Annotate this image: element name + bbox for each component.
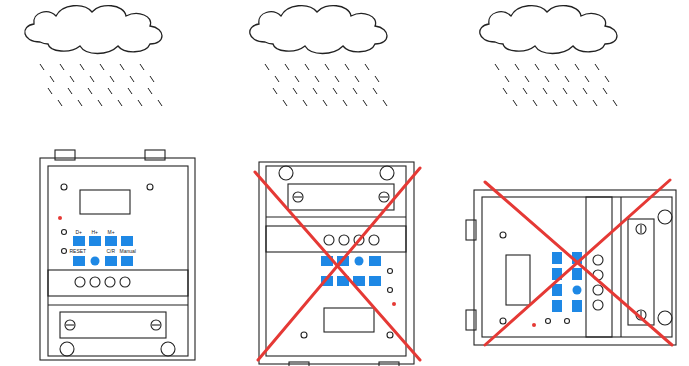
button-label: M+ — [107, 229, 115, 235]
button-label: H+ — [91, 229, 99, 235]
button-label: D+ — [75, 229, 83, 235]
button-label: C/R — [106, 248, 116, 254]
button-label: RESET — [69, 248, 87, 254]
button-label: Manual — [119, 248, 136, 254]
